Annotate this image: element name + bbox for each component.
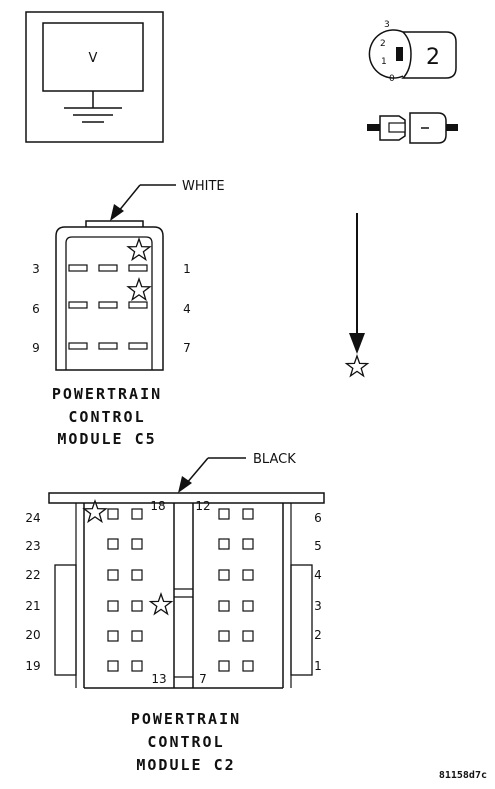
c2-pin-label: 20 (25, 628, 40, 642)
c2-pin-label: 22 (25, 568, 40, 582)
c5-pin-label: 1 (183, 262, 191, 276)
svg-text:2: 2 (380, 39, 386, 49)
c2-wire-color: BLACK (253, 452, 296, 467)
c2-pin-label: 5 (314, 539, 322, 553)
c2-inner-pin-label: 18 (150, 499, 165, 513)
star-icon (148, 592, 174, 616)
c2-pin-label: 23 (25, 539, 40, 553)
c5-pin-label: 9 (32, 341, 40, 355)
ignition-position: 2 (426, 45, 440, 70)
c2-pin-label: 2 (314, 628, 322, 642)
c5-pin-label: 4 (183, 302, 191, 316)
c2-pin-label: 6 (314, 511, 322, 525)
c2-pin-label: 24 (25, 511, 40, 525)
star-icon (344, 354, 370, 378)
probe-arrow-icon (349, 213, 365, 354)
connector-c5 (55, 220, 164, 371)
c2-pin-label: 3 (314, 599, 322, 613)
probe-icon (367, 112, 458, 144)
c2-pin-label: 21 (25, 599, 40, 613)
svg-text:3: 3 (384, 20, 390, 30)
c2-title: POWERTRAIN CONTROL MODULE C2 (131, 710, 241, 774)
c5-pin-label: 7 (183, 341, 191, 355)
svg-text:CONTROL: CONTROL (147, 733, 224, 751)
c5-pin-label: 3 (32, 262, 40, 276)
svg-text:POWERTRAIN: POWERTRAIN (131, 710, 241, 728)
c5-wire-color: WHITE (182, 179, 225, 194)
c2-pin-label: 19 (25, 659, 40, 673)
meter-label: V (89, 51, 98, 66)
c2-cavities (107, 508, 254, 672)
svg-text:CONTROL: CONTROL (68, 408, 145, 426)
svg-text:0: 0 (389, 74, 395, 84)
c2-pin-label: 4 (314, 568, 322, 582)
voltmeter-icon: V (25, 11, 164, 143)
connector-c5-wire-callout: WHITE (110, 179, 225, 221)
c5-cavities (68, 264, 148, 350)
svg-text:MODULE C5: MODULE C5 (57, 430, 156, 448)
figure-code: 81158d7c (439, 770, 487, 781)
c2-inner-pin-label: 13 (151, 672, 166, 686)
connector-c2-wire-callout: BLACK (178, 452, 296, 493)
c5-pin-label: 6 (32, 302, 40, 316)
ignition-key-icon: 3 2 1 0 2 (368, 20, 457, 84)
connector-c2 (48, 492, 325, 689)
c2-pin-label: 1 (314, 659, 322, 673)
svg-text:POWERTRAIN: POWERTRAIN (52, 385, 162, 403)
svg-text:MODULE C2: MODULE C2 (136, 756, 235, 774)
c2-inner-pin-label: 12 (195, 499, 210, 513)
star-icon (126, 277, 152, 302)
star-icon (126, 237, 152, 262)
c2-inner-pin-label: 7 (199, 672, 207, 686)
star-icon (82, 499, 108, 524)
c5-title: POWERTRAIN CONTROL MODULE C5 (52, 385, 162, 448)
svg-text:1: 1 (381, 57, 387, 67)
